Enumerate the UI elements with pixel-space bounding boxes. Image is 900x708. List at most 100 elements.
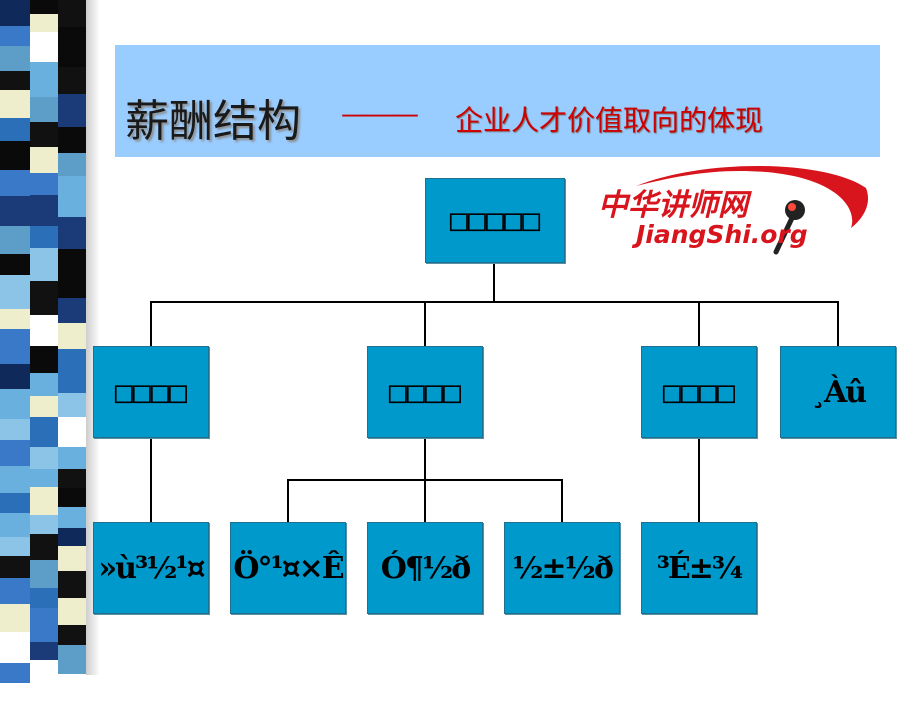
org-level2-box: ½±½ð — [504, 522, 620, 614]
connector-line — [424, 438, 426, 481]
stripe-cell — [0, 364, 30, 389]
connector-line — [150, 438, 152, 522]
stripe-cell — [58, 127, 86, 153]
stripe-cell — [30, 642, 58, 660]
stripe-cell — [30, 469, 58, 487]
stripe-cell — [0, 90, 30, 118]
org-root-label: □□□□□ — [449, 203, 541, 238]
stripe-cell — [30, 346, 58, 373]
stripe-cell — [30, 62, 58, 97]
stripe-cell — [58, 393, 86, 417]
stripe-cell — [0, 513, 30, 537]
stripe-shadow — [86, 0, 100, 675]
stripe-cell — [0, 329, 30, 364]
stripe-cell — [0, 466, 30, 493]
stripe-column — [30, 0, 58, 690]
stripe-cell — [0, 26, 30, 46]
stripe-cell — [30, 195, 58, 226]
stripe-cell — [58, 488, 86, 507]
connector-line — [150, 301, 152, 346]
org-level2-box: Ö°¹¤×Ê — [230, 522, 346, 614]
stripe-cell — [30, 560, 58, 588]
stripe-cell — [0, 389, 30, 419]
connector-line — [493, 262, 495, 302]
stripe-cell — [58, 625, 86, 645]
stripe-cell — [0, 440, 30, 466]
connector-line — [698, 438, 700, 522]
connector-line — [150, 301, 839, 303]
stripe-cell — [30, 97, 58, 122]
slide-subtitle: 企业人才价值取向的体现 — [455, 104, 764, 137]
stripe-cell — [58, 269, 86, 298]
stripe-cell — [58, 48, 86, 67]
stripe-cell — [58, 249, 86, 269]
stripe-cell — [58, 546, 86, 571]
connector-line — [424, 301, 426, 346]
org-level1-label: ¸Àû — [810, 374, 867, 410]
stripe-cell — [30, 32, 58, 62]
stripe-cell — [0, 556, 30, 578]
org-level1-box: □□□□ — [641, 346, 757, 438]
stripe-cell — [58, 67, 86, 94]
stripe-cell — [58, 5, 86, 27]
jiangshi-logo: 中华讲师网 JiangShi.org — [596, 158, 876, 258]
logo-swoosh-icon — [636, 165, 869, 255]
stripe-cell — [58, 323, 86, 349]
stripe-cell — [30, 447, 58, 469]
org-level1-label: □□□□ — [114, 374, 188, 410]
org-level1-box: □□□□ — [367, 346, 483, 438]
stripe-cell — [0, 632, 30, 663]
connector-line — [287, 479, 289, 522]
org-level1-label: □□□□ — [662, 374, 736, 410]
stripe-cell — [58, 417, 86, 447]
stripe-cell — [0, 537, 30, 556]
stripe-column — [0, 0, 30, 683]
org-level1-label: □□□□ — [388, 374, 462, 410]
stripe-cell — [0, 71, 30, 90]
stripe-cell — [0, 578, 30, 604]
stripe-cell — [30, 515, 58, 534]
stripe-cell — [0, 419, 30, 440]
stripe-cell — [58, 469, 86, 488]
stripe-cell — [58, 0, 86, 5]
stripe-cell — [58, 598, 86, 625]
connector-line — [837, 301, 839, 346]
stripe-column — [58, 0, 86, 708]
stripe-cell — [0, 493, 30, 513]
org-level2-box: Ó¶½ð — [367, 522, 483, 614]
stripe-cell — [30, 122, 58, 147]
slide-title: 薪酬结构 — [125, 96, 301, 147]
connector-line — [424, 479, 426, 522]
stripe-cell — [0, 604, 30, 632]
stripe-cell — [0, 170, 30, 196]
stripe-cell — [30, 315, 58, 346]
stripe-cell — [58, 153, 86, 176]
stripe-cell — [0, 0, 30, 26]
stripe-cell — [30, 487, 58, 515]
stripe-cell — [0, 118, 30, 141]
stripe-cell — [58, 674, 86, 708]
org-level1-box: ¸Àû — [780, 346, 896, 438]
stripe-cell — [30, 396, 58, 417]
org-level2-label: Ó¶½ð — [380, 550, 472, 586]
stripe-cell — [30, 226, 58, 248]
stripe-cell — [30, 534, 58, 560]
org-level2-label: ½±½ð — [512, 550, 614, 586]
stripe-cell — [58, 217, 86, 249]
connector-line — [561, 479, 563, 522]
org-level2-label: »ù³½¹¤ — [98, 550, 205, 586]
org-level2-box: »ù³½¹¤ — [93, 522, 209, 614]
stripe-cell — [0, 254, 30, 275]
stripe-cell — [0, 309, 30, 329]
stripe-cell — [58, 349, 86, 367]
title-dash: ——— — [341, 97, 419, 130]
stripe-cell — [30, 173, 58, 195]
stripe-cell — [30, 248, 58, 281]
stripe-cell — [30, 147, 58, 173]
stripe-cell — [0, 226, 30, 254]
stripe-cell — [30, 281, 58, 315]
stripe-cell — [0, 46, 30, 71]
decorative-stripe-bar — [0, 0, 100, 708]
stripe-cell — [30, 608, 58, 642]
logo-english-text: JiangShi.org — [636, 220, 808, 249]
